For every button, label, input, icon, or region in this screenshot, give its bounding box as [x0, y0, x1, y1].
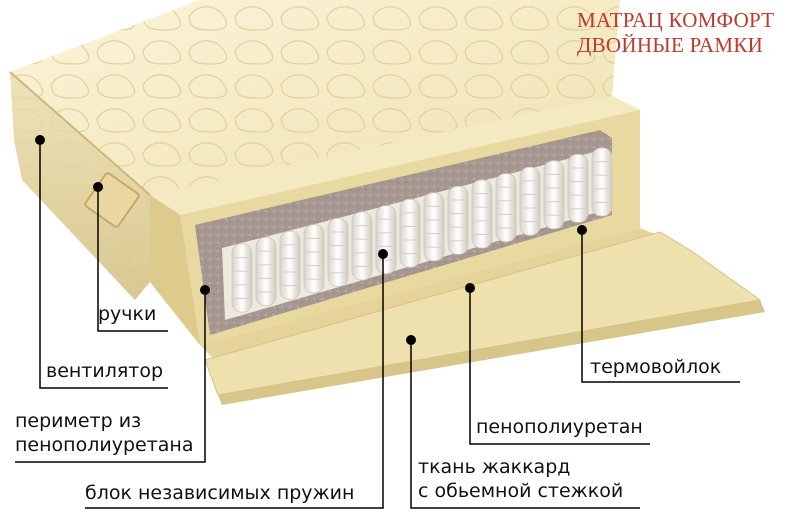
- label-thermofelt: термовойлок: [590, 356, 722, 378]
- leader-lines: [15, 140, 740, 509]
- title-line-2: ДВОЙНЫЕ РАМКИ: [577, 33, 764, 57]
- spring-pocket: [399, 198, 421, 268]
- spring-block: [222, 147, 613, 320]
- label-handles: ручки: [98, 303, 157, 325]
- label-jacquard-1: ткань жаккард: [418, 456, 571, 478]
- spring-pocket: [231, 243, 253, 313]
- spring-pocket: [447, 185, 469, 255]
- spring-pocket: [351, 211, 373, 281]
- leader-dots: [35, 135, 587, 345]
- spring-pocket: [591, 147, 613, 217]
- spring-pocket: [375, 205, 397, 275]
- title-line-1: МАТРАЦ КОМФОРТ: [577, 8, 775, 32]
- label-jacquard-2: с обьемной стежкой: [418, 480, 624, 502]
- spring-pocket: [279, 230, 301, 300]
- label-perimeter-2: пенополиуретана: [15, 434, 194, 456]
- spring-pocket: [423, 192, 445, 262]
- label-ventilator: вентилятор: [46, 360, 164, 382]
- spring-pocket: [327, 217, 349, 287]
- label-springs: блок независимых пружин: [85, 482, 355, 504]
- label-perimeter-1: периметр из: [15, 410, 142, 432]
- spring-pocket: [543, 160, 565, 230]
- spring-pocket: [255, 237, 277, 307]
- spring-pocket: [303, 224, 325, 294]
- mattress-top: [10, 0, 620, 195]
- spring-pocket: [471, 179, 493, 249]
- label-polyurethane: пенополиуретан: [476, 416, 643, 438]
- lower-layers: [200, 228, 765, 405]
- spring-pocket: [495, 173, 517, 243]
- spring-pocket: [567, 153, 589, 223]
- spring-pocket: [519, 166, 541, 236]
